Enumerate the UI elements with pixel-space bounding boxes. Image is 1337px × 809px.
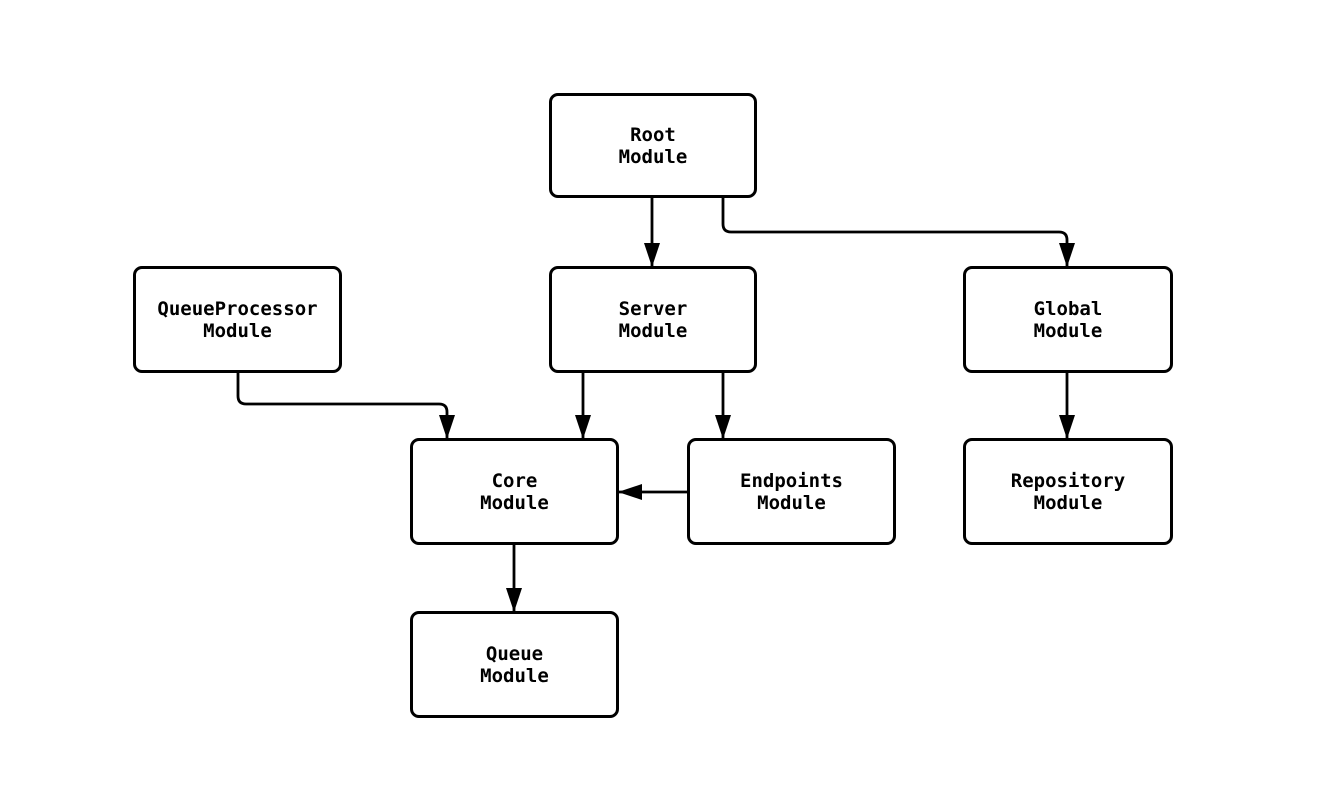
node-queue-label-line: Module [480, 664, 549, 687]
node-endpoints-label-line: Endpoints [740, 469, 843, 492]
node-core-label-line: Core [491, 469, 538, 492]
node-queueprocessor-label-line: Module [203, 319, 272, 342]
node-queue-label-line: Queue [485, 642, 544, 665]
edge-queueprocessor-to-core [236, 373, 455, 439]
edge-root-to-global [721, 198, 1075, 267]
node-repository-label-line: Module [1033, 491, 1103, 514]
node-global-label-line: Module [1033, 319, 1103, 342]
node-queueprocessor-label-line: QueueProcessor [157, 297, 318, 320]
node-endpoints-label-line: Module [757, 491, 826, 514]
node-root-label-line: Module [618, 145, 688, 168]
node-server-label-line: Module [618, 319, 688, 342]
node-repository-label-line: Repository [1010, 469, 1126, 492]
node-server-label-line: Server [618, 297, 688, 320]
node-core-label-line: Module [480, 491, 549, 514]
node-global-label-line: Global [1033, 297, 1103, 320]
node-root-label-line: Root [630, 123, 676, 146]
